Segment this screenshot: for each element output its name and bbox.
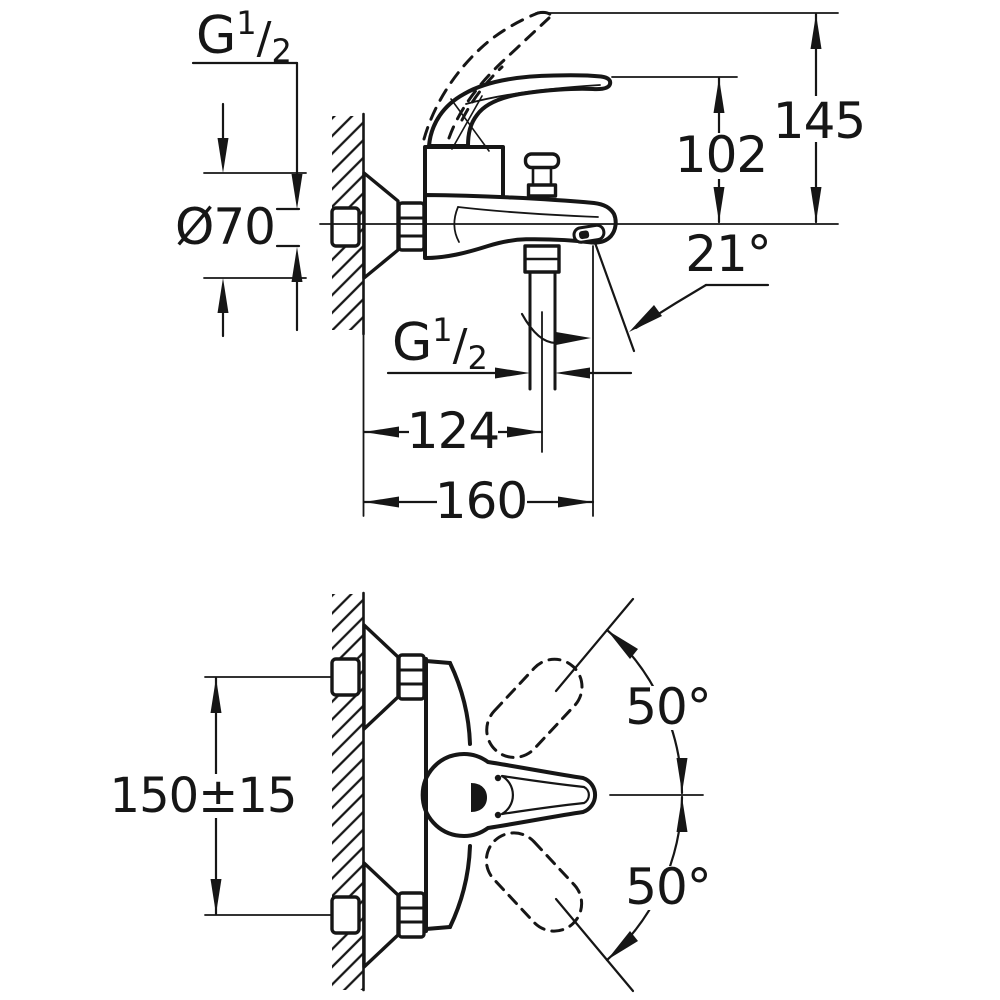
logo-mark (471, 783, 487, 812)
dim-inlet-spacing-label: 150±15 (110, 768, 297, 824)
dim-spout-angle-label: 21° (685, 225, 771, 283)
hex-union-nut (397, 201, 426, 252)
side-elevation-view: G1/2 Ø70 102 145 (175, 4, 866, 530)
dim-swing-upper-label: 50° (625, 678, 711, 736)
lever-swing-upper-dashed (485, 657, 584, 759)
dim-hose-thread-label: G1/2 (392, 311, 488, 377)
lever-swing-lower-dashed (484, 831, 584, 933)
dim-wall-to-spout-label: 160 (435, 472, 527, 530)
dim-swing-lower-label: 50° (625, 858, 711, 916)
dim-handle-height-label: 102 (675, 126, 767, 184)
shower-hose-outlet (523, 244, 561, 391)
dim-hose-thread: G1/2 (386, 311, 633, 379)
indicator-dot-top (494, 774, 502, 782)
spout-inner-line (457, 206, 599, 218)
dim-escutcheon-diameter-label: Ø70 (175, 198, 275, 256)
cartridge-block (423, 145, 505, 198)
dim-spout-angle: 21° (520, 225, 772, 517)
dim-thread-size-top: G1/2 (191, 4, 303, 332)
aerator-outlet (572, 223, 606, 244)
dim-escutcheon-diameter: Ø70 (175, 102, 307, 338)
plan-view: 150±15 50° 50° (107, 591, 712, 993)
lever-handle-plan (420, 752, 598, 838)
dim-wall-to-hose-label: 124 (407, 402, 499, 460)
inlet-square-nut (330, 206, 361, 248)
mixer-body-plan (420, 657, 598, 933)
dim-inlet-spacing: 150±15 (107, 676, 300, 916)
lever-grip-inner-line (500, 774, 590, 816)
indicator-dot-bottom (494, 811, 502, 819)
dim-depths: 124 160 (362, 311, 595, 530)
diverter-knob (523, 152, 561, 198)
mixer-body-spout (423, 193, 618, 260)
dim-thread-size-top-label: G1/2 (196, 4, 292, 70)
lower-inlet-connection (330, 861, 426, 969)
dim-total-height-label: 145 (773, 92, 865, 150)
dim-swing-angles: 50° 50° (554, 597, 712, 993)
dim-heights: 102 145 (535, 12, 866, 224)
escutcheon (362, 171, 400, 280)
